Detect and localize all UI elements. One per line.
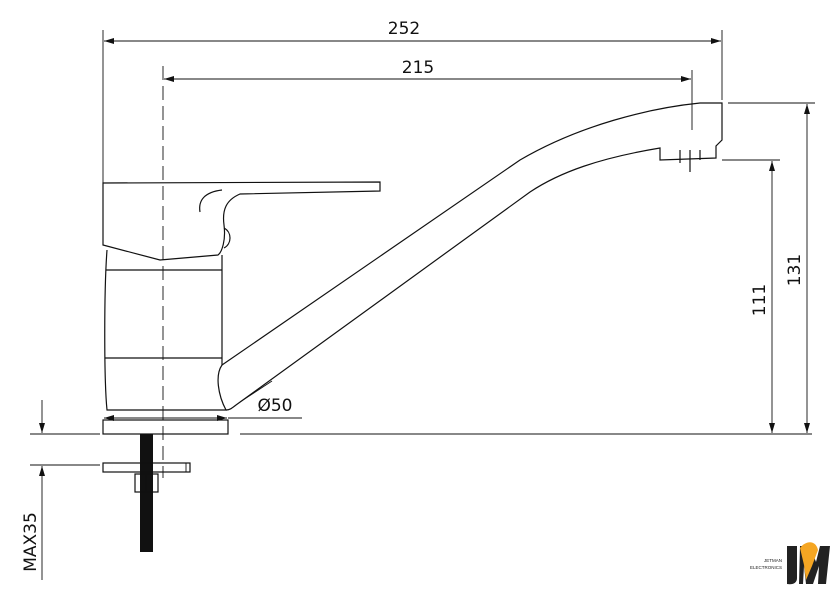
dimension-max35: MAX35 (21, 400, 100, 580)
faucet-outline (102, 102, 723, 435)
dimension-label: Ø50 (257, 396, 292, 416)
dimension-label: 131 (785, 254, 805, 286)
svg-text:JETMAN: JETMAN (764, 558, 782, 563)
dimension-252: 252 (102, 19, 723, 245)
brand-logo: JETMAN ELECTRONICS (750, 542, 830, 585)
dimension-215: 215 (164, 58, 693, 130)
svg-text:ELECTRONICS: ELECTRONICS (750, 565, 782, 570)
dimension-label: 111 (750, 284, 770, 316)
dimension-111: 111 (722, 159, 780, 433)
dimension-label: 215 (402, 58, 434, 78)
mounting-hardware (102, 434, 191, 552)
dimension-131: 131 (728, 102, 815, 433)
dimension-diameter: Ø50 (104, 380, 302, 421)
dimension-label: 252 (388, 19, 420, 39)
dimension-label: MAX35 (21, 512, 41, 572)
